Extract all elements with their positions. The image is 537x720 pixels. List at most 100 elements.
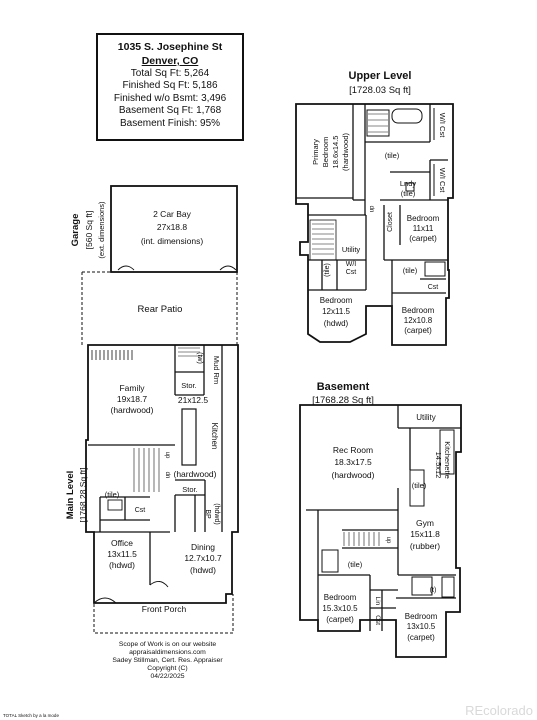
scope-line-1: Scope of Work is on our website: [118, 641, 217, 648]
wi-cst-label: Cst: [346, 269, 357, 276]
bedroom-basement-right-label: Bedroom: [405, 612, 438, 621]
bedroom-upper-bottom-dims: 12x10.8: [404, 316, 433, 325]
primary-bedroom-label-2: Bedroom: [321, 137, 330, 167]
primary-bedroom-floor: (hardwood): [341, 133, 350, 171]
bedroom-basement-left-floor: (carpet): [326, 615, 354, 624]
bedroom-upper-right-dims: 11x11: [413, 224, 434, 233]
basement-area: [1768.28 Sq ft]: [312, 395, 374, 406]
basement-bath-t: (t): [430, 587, 437, 594]
front-porch-label: Front Porch: [142, 604, 187, 614]
kitchen-dims: 21x12.5: [178, 395, 209, 405]
garage-bay-dims: 27x18.8: [157, 222, 188, 232]
family-floor: (hardwood): [111, 405, 154, 415]
recolorado-watermark: REcolorado: [465, 703, 533, 718]
rec-room-label: Rec Room: [333, 445, 373, 455]
kitchen-label: Kitchen: [210, 423, 219, 450]
property-info-box: 1035 S. Josephine St Denver, CO Total Sq…: [96, 33, 244, 141]
bedroom-upper-left-dims: 12x11.5: [322, 307, 350, 316]
main-stair-dn: dn: [164, 472, 170, 479]
dining-floor: (hdwd): [190, 565, 216, 575]
upper-level-area: [1728.03 Sq ft]: [349, 85, 411, 96]
kitchenette-dims: 14.5x12: [434, 452, 443, 479]
bedroom-upper-bottom-floor: (carpet): [404, 326, 432, 335]
gym-dims: 15x11.8: [410, 529, 440, 539]
rec-room-floor: (hardwood): [332, 470, 375, 480]
laundry-tile: (tile): [401, 189, 416, 198]
finished-sqft: Finished Sq Ft: 5,186: [122, 80, 218, 92]
scope-line-4: Copyright (C): [147, 665, 188, 673]
sketch-credit: TOTAL Sketch by a la mode: [3, 713, 59, 718]
main-stair-up: up: [164, 452, 170, 459]
office-floor: (hdwd): [109, 560, 135, 570]
bedroom-upper-left-label: Bedroom: [320, 296, 353, 305]
garage-bay-note: (int. dimensions): [141, 236, 204, 246]
basement-finish: Basement Finish: 95%: [119, 117, 221, 129]
mud-room-label: Mud Rm: [212, 356, 221, 384]
half-bath-label: (tw): [196, 352, 203, 364]
office-label: Office: [111, 538, 133, 548]
bedroom-basement-right-floor: (carpet): [407, 633, 435, 642]
rec-room-dims: 18.3x17.5: [334, 457, 372, 467]
rear-patio-label: Rear Patio: [138, 304, 183, 315]
garage-bay-label: 2 Car Bay: [153, 209, 192, 219]
bedroom-upper-bottom-label: Bedroom: [402, 306, 435, 315]
bedroom-basement-left-dims: 15.3x10.5: [322, 604, 358, 613]
scope-line-2: appraisaldimensions.com: [129, 649, 206, 657]
main-level-area: [1768.28 Sq ft]: [78, 467, 88, 522]
wic-label-1: W/I Cst: [438, 113, 447, 138]
total-sqft: Total Sq Ft: 5,264: [130, 68, 210, 79]
basement-cst-label: Cst: [374, 615, 381, 625]
wi-label: W/I: [346, 261, 357, 268]
primary-bath-tile: (tile): [385, 151, 400, 160]
scope-of-work-note: Scope of Work is on our website appraisa…: [80, 641, 255, 681]
basement-utility-label: Utility: [416, 413, 436, 422]
wic-label-2: W/I Cst: [438, 168, 447, 193]
bedroom-basement-left-label: Bedroom: [324, 593, 357, 602]
closet-label: Closet: [387, 212, 394, 232]
bedroom-upper-right-floor: (carpet): [409, 234, 437, 243]
basement-bath-tile: (tile): [348, 560, 363, 569]
main-cst-label: Cst: [135, 507, 146, 514]
gym-label: Gym: [416, 518, 434, 528]
gym-floor: (rubber): [410, 541, 440, 551]
storage-label-2: Stor.: [182, 485, 197, 494]
finished-wo-bsmt: Finished w/o Bsmt: 3,496: [113, 92, 227, 104]
property-city: Denver, CO: [141, 55, 199, 67]
family-label: Family: [119, 383, 145, 393]
butler-pantry-label: BP: [204, 509, 211, 519]
utility-label: Utility: [342, 245, 361, 254]
office-dims: 13x11.5: [107, 549, 137, 559]
dining-label: Dining: [191, 542, 215, 552]
family-doors: [91, 350, 133, 360]
bedroom-basement-right-dims: 13x10.5: [407, 622, 436, 631]
basement-walls: [299, 404, 462, 658]
bath-left-tile: (tile): [324, 263, 331, 277]
bedroom-upper-right-label: Bedroom: [407, 214, 440, 223]
upper-stair-hatch: [312, 113, 388, 255]
scope-line-3: Sadey Stillman, Cert. Res. Appraiser: [112, 657, 223, 665]
laundry-label: Lndy: [400, 179, 417, 188]
primary-bedroom-dims: 18.6x14.5: [331, 136, 340, 169]
garage-area: [560 Sq ft]: [84, 211, 94, 250]
upper-level-title: Upper Level: [349, 70, 412, 82]
upper-stair-dn: dn: [368, 206, 374, 213]
main-level-walls: [81, 185, 239, 634]
bath-right-tile: (tile): [403, 266, 418, 275]
powder-tile: (tile): [105, 490, 120, 499]
linen-label: Lin: [374, 597, 381, 606]
kitchenette-floor: (tile): [412, 481, 427, 490]
bedroom-upper-left-floor: (hdwd): [324, 319, 349, 328]
primary-bedroom-label: Primary: [311, 139, 320, 165]
basement-stair-up: up: [385, 537, 391, 544]
basement-sqft: Basement Sq Ft: 1,768: [118, 105, 222, 117]
basement-stair-hatch: [343, 532, 380, 546]
kitchenette-label: Kitchenette: [443, 441, 452, 479]
storage-label-1: Stor.: [181, 381, 196, 390]
property-address: 1035 S. Josephine St: [117, 41, 223, 53]
family-dims: 19x18.7: [117, 394, 148, 404]
butler-pantry-floor: (hdwd): [213, 503, 220, 524]
main-level-title: Main Level: [65, 471, 76, 520]
main-stair-hatch: [133, 347, 200, 492]
kitchen-floor: (hardwood): [174, 469, 217, 479]
